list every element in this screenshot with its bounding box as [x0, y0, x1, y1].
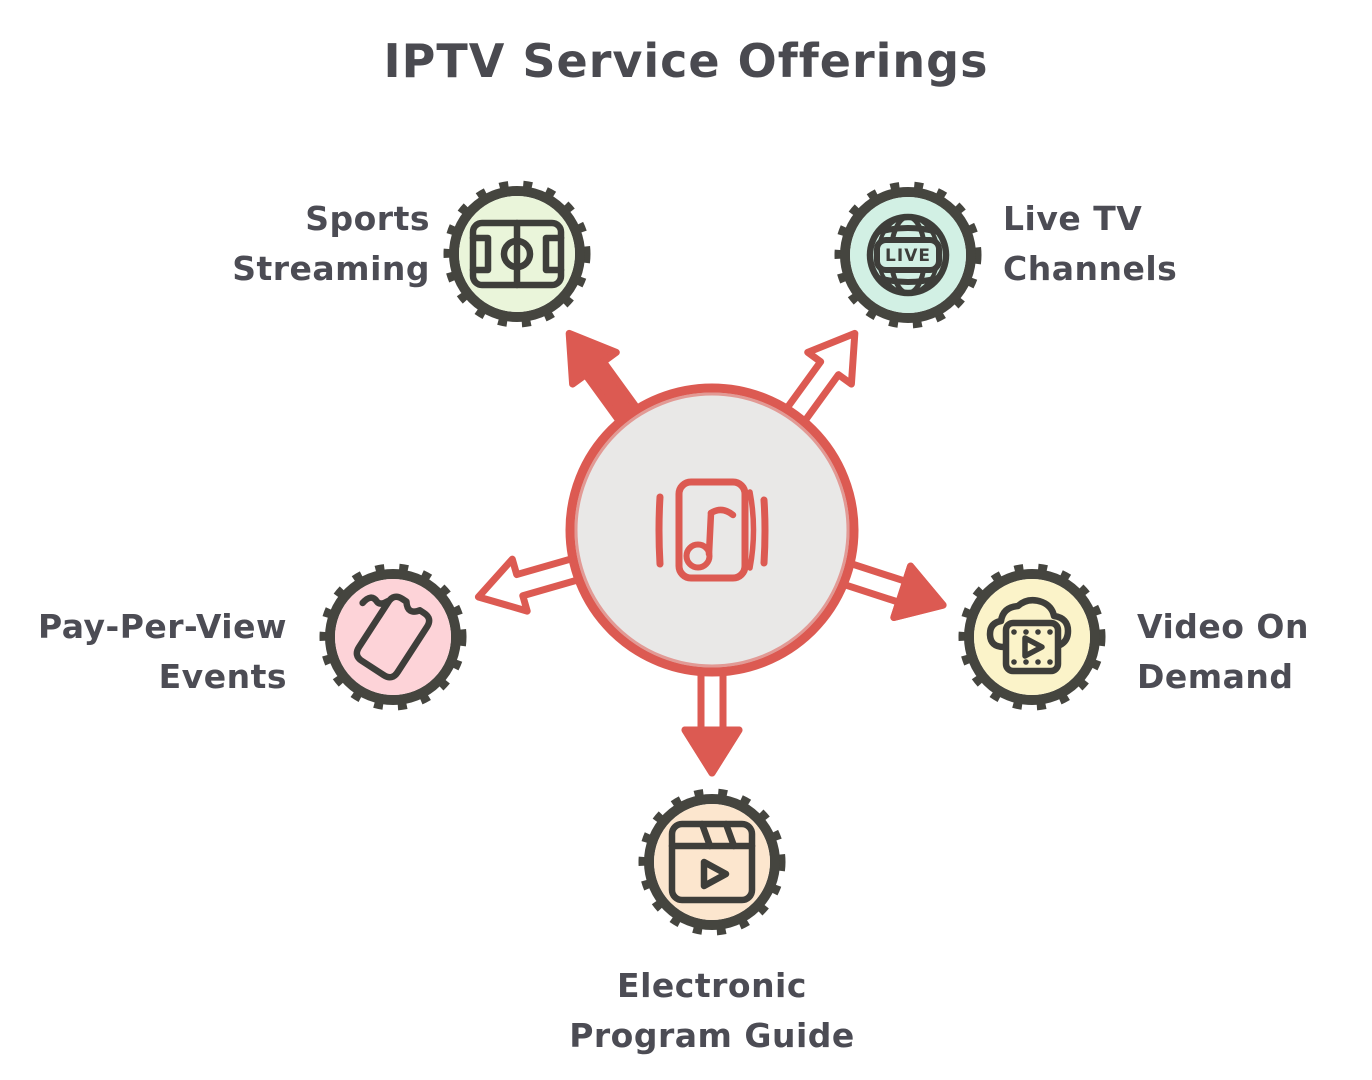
node-ring: [964, 569, 1100, 705]
node-ring-bumps: [319, 563, 467, 711]
live-badge-text: LIVE: [885, 246, 931, 266]
node-ring: [449, 186, 585, 322]
label-pay-per-view-events: Pay-Per-View Events: [0, 602, 287, 702]
live-globe-icon: LIVE: [866, 213, 950, 297]
label-line: Video On: [1137, 607, 1309, 646]
label-line: Program Guide: [569, 1016, 855, 1055]
page-title: IPTV Service Offerings: [383, 34, 989, 88]
label-line: Events: [158, 657, 287, 696]
node-electronic-program-guide: [638, 788, 786, 936]
node-ring: [325, 569, 461, 705]
label-line: Channels: [1003, 249, 1178, 288]
label-line: Demand: [1137, 657, 1294, 696]
node-video-on-demand: [958, 563, 1106, 711]
label-live-tv-channels: Live TV Channels: [1003, 194, 1343, 294]
hub-circle-sketch-line: [574, 392, 850, 668]
node-live-tv-channels: LIVE: [834, 181, 982, 329]
label-line: Electronic: [617, 966, 807, 1005]
label-line: Live TV: [1003, 199, 1143, 238]
node-ring-bumps: [443, 180, 591, 328]
node-ring: [644, 794, 780, 930]
node-disc: [654, 804, 770, 920]
node-ring-bumps: [958, 563, 1106, 711]
label-line: Pay-Per-View: [37, 607, 287, 646]
media-library-music-icon: [655, 478, 769, 582]
label-line: Sports: [305, 199, 430, 238]
node-ring-bumps: [638, 788, 786, 936]
node-ring: [840, 187, 976, 323]
node-pay-per-view-events: [319, 563, 467, 711]
node-sports-streaming: [443, 180, 591, 328]
label-electronic-program-guide: Electronic Program Guide: [437, 961, 987, 1061]
label-sports-streaming: Sports Streaming: [100, 194, 430, 294]
label-video-on-demand: Video On Demand: [1137, 602, 1372, 702]
program-guide-icon: [668, 820, 756, 904]
sports-field-icon: [469, 219, 565, 289]
node-ring-bumps: [834, 181, 982, 329]
ticket-icon: [353, 593, 433, 681]
cloud-video-icon: [986, 596, 1072, 675]
label-line: Streaming: [232, 249, 430, 288]
